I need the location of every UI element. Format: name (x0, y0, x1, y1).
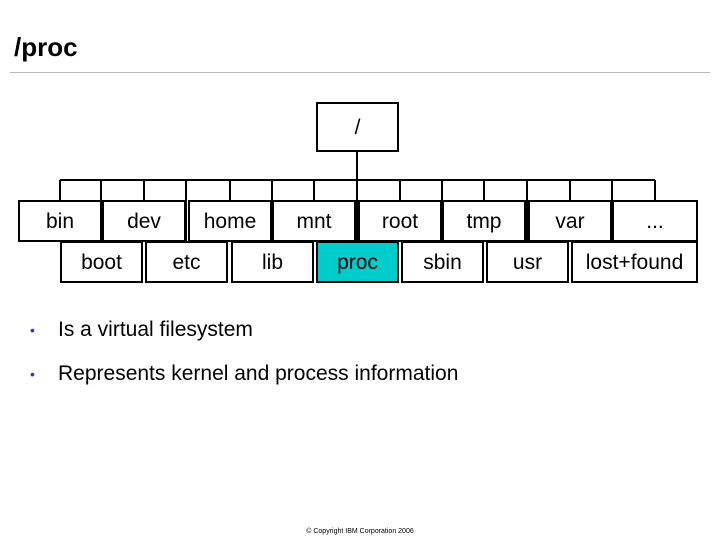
node-sbin: sbin (401, 241, 484, 283)
node-root: root (358, 200, 442, 242)
node-label: ... (646, 209, 664, 233)
node-boot: boot (60, 241, 143, 283)
node-etc: etc (145, 241, 228, 283)
node-var: var (528, 200, 612, 242)
title-divider (10, 72, 710, 73)
node-mnt: mnt (272, 200, 356, 242)
node-dev: dev (102, 200, 186, 242)
bullet-dot-icon: • (30, 366, 35, 382)
node-tmp: tmp (442, 200, 526, 242)
node-label: sbin (423, 250, 462, 274)
node-lost-found: lost+found (571, 241, 698, 283)
node-label: lost+found (585, 250, 684, 274)
node-label: home (203, 209, 257, 233)
bullet-dot-icon: • (30, 322, 35, 338)
node-label: bin (45, 209, 75, 233)
node-proc: proc (316, 241, 399, 283)
node-label: var (555, 209, 585, 233)
node-root-dir: / (316, 102, 399, 152)
node-label: dev (127, 209, 161, 233)
node-more: ... (612, 200, 698, 242)
slide-title: /proc (14, 32, 78, 62)
node-label: root (381, 209, 419, 233)
node-label: usr (512, 250, 543, 274)
node-label: tmp (466, 209, 502, 233)
node-lib: lib (231, 241, 314, 283)
node-label: mnt (296, 209, 332, 233)
node-label: / (354, 115, 361, 139)
node-home: home (188, 200, 272, 242)
node-label: lib (261, 250, 283, 274)
node-label: proc (337, 250, 378, 274)
node-label: boot (81, 250, 122, 274)
bullet-text: Is a virtual filesystem (58, 318, 253, 341)
copyright-footer: © Copyright IBM Corporation 2006 (306, 528, 414, 535)
node-label: etc (172, 250, 201, 274)
bullet-text: Represents kernel and process informatio… (58, 362, 459, 385)
node-bin: bin (18, 200, 102, 242)
node-usr: usr (486, 241, 569, 283)
